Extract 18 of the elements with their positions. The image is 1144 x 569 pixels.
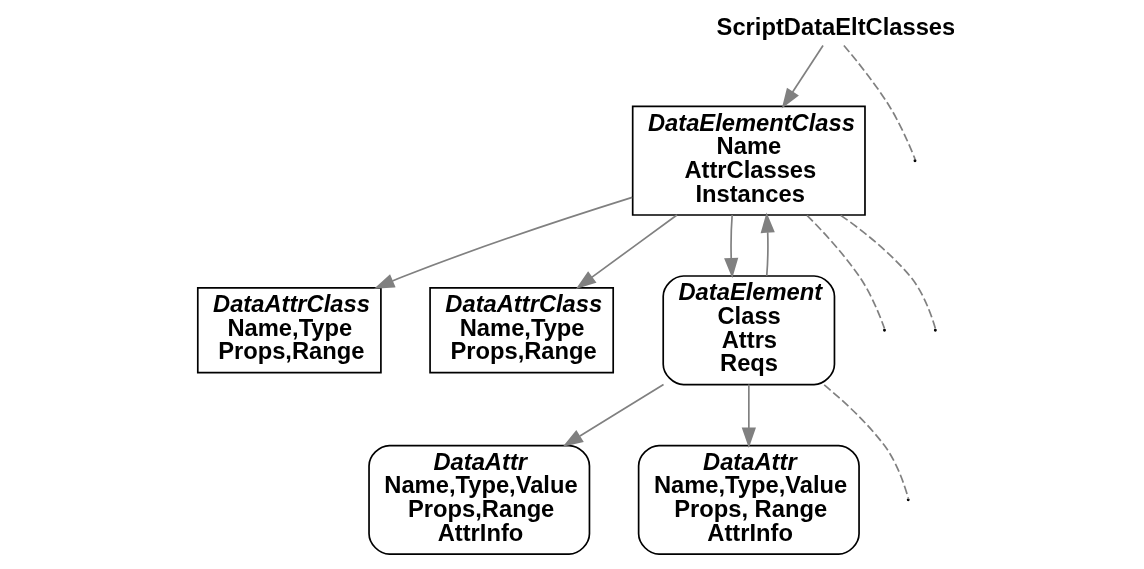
node-box: DataAttrClass Name,Type Props,Range — [428, 287, 614, 374]
arrow — [741, 383, 756, 448]
connector — [822, 384, 909, 499]
arrow — [760, 212, 775, 277]
node-box: DataAttr Name,Type,Value Props,Range AttrInfo — [367, 444, 590, 555]
node-box: DataElementClass Name AttrClasses Instances — [631, 105, 866, 216]
arrow — [575, 214, 678, 289]
node-box: DataElement Class Attrs Reqs — [661, 275, 835, 386]
connector — [839, 214, 936, 330]
arrow — [373, 196, 633, 289]
connector — [842, 44, 916, 160]
node-box: DataAttrClass Name,Type Props,Range — [196, 287, 382, 374]
node-text: ScriptDataEltClasses — [716, 13, 955, 40]
arrow — [781, 44, 824, 109]
connector — [805, 214, 885, 330]
node-box: DataAttr Name,Type,Value Props, Range AttrInfo — [637, 444, 860, 555]
arrow — [562, 383, 664, 447]
arrow — [723, 214, 738, 279]
